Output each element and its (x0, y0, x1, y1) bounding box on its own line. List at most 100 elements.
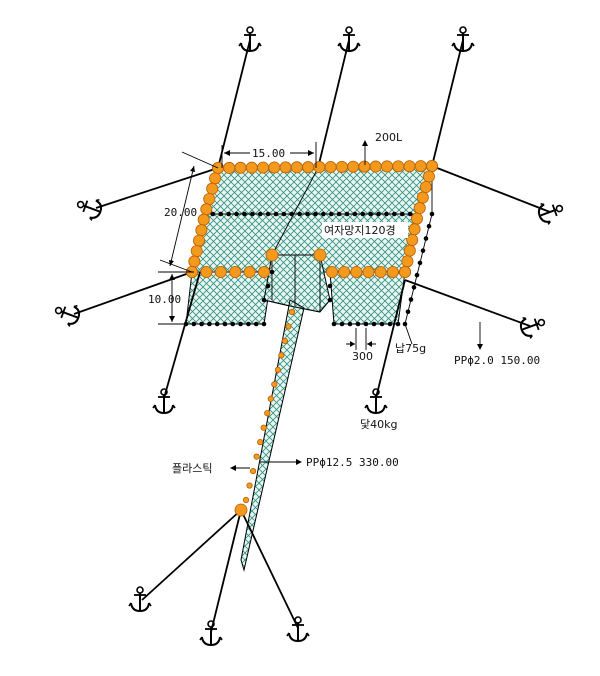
float-icon (246, 482, 253, 489)
anchor-icon (152, 388, 176, 414)
sinker-icon (207, 321, 212, 327)
float-icon (188, 255, 201, 268)
float-icon (268, 161, 281, 174)
float-icon (398, 265, 411, 278)
float-icon (313, 248, 327, 262)
sinker-icon (297, 211, 302, 217)
sinker-icon (420, 248, 426, 253)
sinker-icon (313, 211, 318, 217)
float-icon (347, 160, 360, 173)
sinker-icon (242, 211, 247, 217)
anchor-icon (128, 586, 152, 612)
float-icon (386, 265, 399, 278)
sinker-icon (417, 260, 423, 266)
anchor-icon (534, 196, 567, 228)
sinker-icon (399, 211, 405, 217)
sinker-icon (218, 211, 224, 217)
sinker-icon (395, 321, 401, 327)
sinker-icon (360, 211, 366, 217)
anchor-icon (451, 26, 475, 52)
float-icon (425, 159, 438, 172)
sinker-icon (407, 211, 413, 217)
sinker-icon (392, 211, 397, 217)
float-icon (422, 170, 435, 183)
float-icon (414, 160, 427, 173)
float-icon (350, 265, 363, 278)
sinker-icon (336, 211, 342, 217)
anchors (51, 26, 567, 646)
sinker-icon (321, 211, 326, 217)
net-spec-label: 여자망지120경 (324, 224, 396, 237)
float-icon (257, 439, 264, 446)
sinker-icon (347, 321, 353, 327)
sinker-icon (363, 321, 369, 327)
float-icon (401, 255, 414, 268)
sinker-icon (414, 272, 420, 278)
float-icon (234, 161, 247, 174)
float-icon (243, 265, 256, 278)
float-icon (358, 160, 371, 173)
anchor-icon (364, 388, 388, 414)
sinker-icon (371, 321, 377, 327)
float-icon (190, 245, 203, 258)
float-icon (200, 265, 213, 278)
sinker-icon (265, 211, 271, 217)
float-icon (257, 265, 270, 278)
sinker-icon (376, 211, 381, 217)
float-size-label: 200L (375, 131, 403, 144)
rope-leader-label: PPϕ12.5 330.00 (306, 456, 399, 469)
sinker-icon (405, 309, 411, 315)
float-icon (302, 161, 315, 174)
dim-top-label: 15.00 (252, 147, 285, 160)
float-icon (195, 224, 208, 237)
sinker-icon (281, 211, 287, 217)
sinker-icon (355, 321, 361, 327)
sinker-icon (327, 283, 333, 289)
sinker-icon (257, 211, 263, 217)
sinker-icon (328, 211, 334, 217)
float-icon (410, 212, 423, 225)
mooring-ropes (73, 39, 551, 633)
plastic-label: 플라스틱 (172, 462, 212, 475)
sinker-icon (327, 297, 333, 303)
sinker-icon (261, 297, 267, 303)
dimension-lines (158, 140, 483, 471)
net-panel-right (329, 271, 406, 325)
dim-lower-label: 10.00 (148, 293, 181, 306)
sinker-icon (384, 211, 389, 217)
labels: 15.00 20.00 10.00 200L 여자망지120경 300 납75g… (148, 131, 540, 475)
float-icon (271, 381, 278, 388)
float-icon (278, 352, 285, 359)
sinker-icon (199, 321, 204, 327)
leader-net (240, 299, 305, 572)
float-icon (416, 191, 429, 204)
anchor-icon (337, 26, 361, 52)
float-icon (338, 265, 351, 278)
rope-main-label: PPϕ2.0 150.00 (454, 354, 540, 367)
float-icon (260, 424, 267, 431)
dim-side-label: 20.00 (164, 206, 197, 219)
sinker-icon (261, 321, 267, 327)
sinker-icon (331, 321, 337, 327)
float-icon (324, 160, 337, 173)
sinker-icon (411, 285, 417, 290)
anchor-icon (516, 310, 549, 342)
float-icon (325, 265, 338, 278)
float-icon (285, 323, 292, 330)
sinker-icon (191, 321, 197, 327)
sinker-icon (387, 321, 393, 327)
sinker-icon (222, 321, 228, 327)
float-icon (403, 244, 416, 257)
float-icon (288, 308, 296, 316)
sinker-icon (368, 211, 373, 217)
float-icon (206, 182, 219, 195)
float-icon (249, 467, 257, 475)
float-icon (374, 265, 387, 278)
sinker-icon (426, 223, 432, 229)
sinker-icon (230, 321, 236, 327)
float-icon (413, 202, 426, 215)
float-icon (203, 192, 216, 205)
sinker-icon (238, 321, 243, 327)
float-icon (229, 265, 242, 278)
float-icon (264, 410, 271, 417)
